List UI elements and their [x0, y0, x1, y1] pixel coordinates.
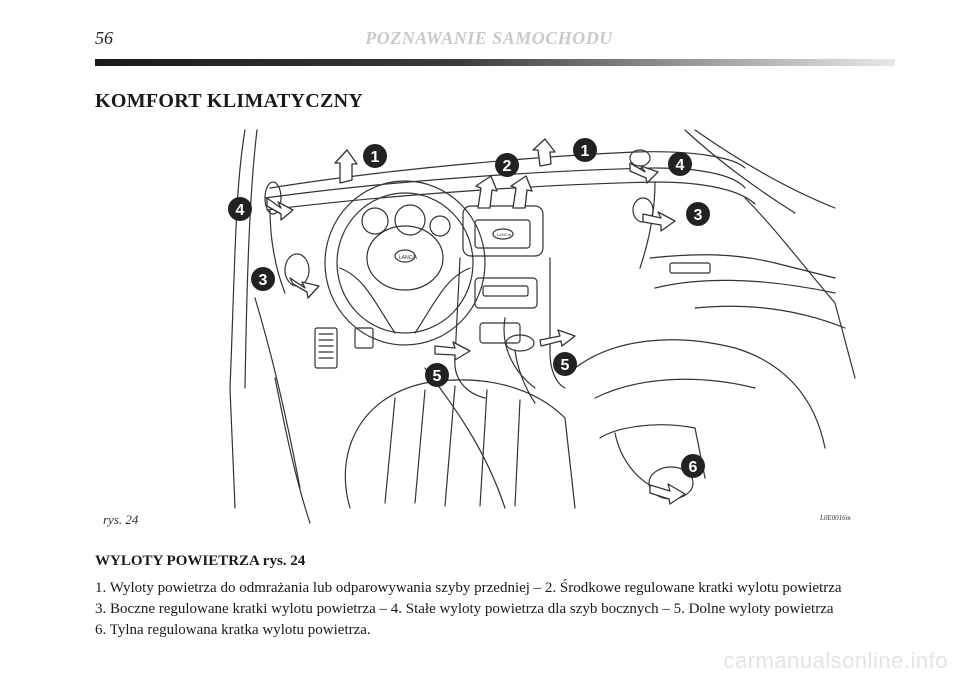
section-header: POZNAWANIE SAMOCHODU: [365, 28, 613, 48]
pedals: [254, 297, 374, 489]
badge-1b: 1: [573, 138, 597, 162]
svg-text:1: 1: [371, 149, 380, 166]
body-line: 1. Wyloty powietrza do odmrażania lub od…: [95, 580, 842, 596]
seats: [344, 339, 826, 509]
arrow-2b: [510, 175, 533, 209]
section-body: 1. Wyloty powietrza do odmrażania lub od…: [95, 578, 895, 641]
figure-code: L0E0016m: [820, 514, 851, 522]
badge-5b: 5: [553, 352, 577, 376]
arrow-5a: [434, 341, 471, 361]
watermark: carmanualsonline.info: [723, 648, 948, 673]
badge-2: 2: [495, 153, 519, 177]
body-line: 3. Boczne regulowane kratki wylotu powie…: [95, 601, 834, 617]
arrow-3b: [642, 211, 676, 232]
dashboard-illustration: LANCIA LANCIA: [228, 129, 856, 524]
steering-wheel: LANCIA: [324, 180, 486, 346]
svg-text:LANCIA: LANCIA: [497, 232, 512, 237]
arrow-6: [649, 483, 686, 505]
airflow-arrows: [266, 138, 686, 505]
badge-1a: 1: [363, 144, 387, 168]
body-line: 6. Tylna regulowana kratka wylotu powiet…: [95, 622, 371, 638]
steering-logo: LANCIA: [399, 255, 418, 261]
svg-text:5: 5: [433, 368, 442, 385]
page-number: 56: [95, 28, 113, 48]
arrow-4a: [266, 197, 294, 221]
svg-text:3: 3: [259, 272, 268, 289]
arrow-1a: [334, 149, 358, 184]
badge-5a: 5: [425, 363, 449, 387]
callout-badges: 1 1 2 4 4 3 3 5 5 6: [228, 138, 710, 478]
svg-text:6: 6: [689, 459, 698, 476]
figure-caption: rys. 24: [103, 512, 139, 527]
svg-text:4: 4: [236, 202, 245, 219]
page-title: KOMFORT KLIMATYCZNY: [95, 90, 364, 112]
header-rule: [95, 59, 895, 66]
center-console: LANCIA: [454, 205, 566, 404]
badge-3a: 3: [251, 267, 275, 291]
svg-text:4: 4: [676, 157, 685, 174]
svg-text:2: 2: [503, 158, 512, 175]
arrow-4b: [629, 162, 659, 184]
badge-3b: 3: [686, 202, 710, 226]
arrow-3a: [289, 277, 320, 299]
badge-6: 6: [681, 454, 705, 478]
badge-4a: 4: [228, 197, 252, 221]
arrow-2a: [475, 175, 498, 209]
section-heading: WYLOTY POWIETRZA rys. 24: [95, 553, 306, 569]
svg-text:3: 3: [694, 207, 703, 224]
arrow-1b: [532, 138, 556, 167]
arrow-5b: [539, 329, 576, 347]
svg-text:1: 1: [581, 143, 590, 160]
badge-4b: 4: [668, 152, 692, 176]
svg-text:5: 5: [561, 357, 570, 374]
door-panel: [649, 254, 846, 329]
